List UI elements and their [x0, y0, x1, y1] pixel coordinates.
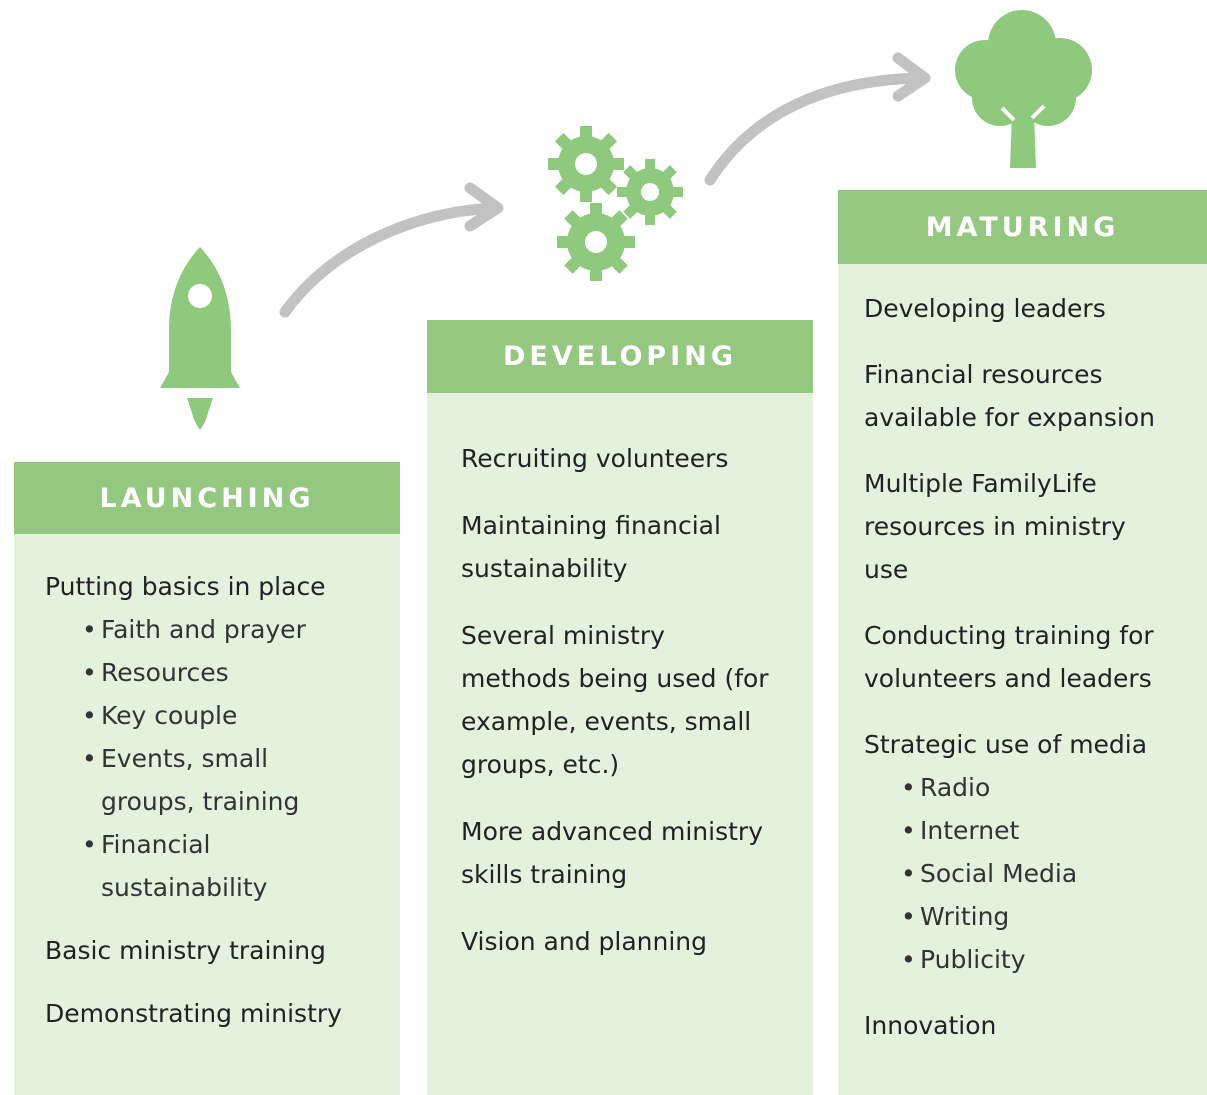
stage-header: MATURING: [838, 190, 1207, 264]
stage-item-label: Vision and planning: [461, 927, 708, 956]
tree-icon: [955, 10, 1092, 168]
stage-item: Basic ministry training: [45, 929, 390, 972]
stage-item-label: Putting basics in place: [45, 572, 326, 601]
bullet-item: Social Media: [901, 852, 1199, 895]
stage-item: Maintaining financial sustainability: [461, 504, 803, 590]
stage-item: Multiple FamilyLife resources in ministr…: [864, 462, 1199, 591]
stage-item: More advanced ministry skills training: [461, 810, 803, 896]
stage-body: Recruiting volunteers Maintaining financ…: [427, 437, 813, 987]
stage-item-label: Multiple FamilyLife resources in ministr…: [864, 469, 1126, 584]
bullet-item: Resources: [82, 651, 390, 694]
stage-item: Innovation: [864, 1004, 1199, 1047]
stage-maturing: MATURING Developing leaders Financial re…: [838, 190, 1207, 1095]
stage-item: Several ministry methods being used (for…: [461, 614, 803, 786]
bullet-item: Radio: [901, 766, 1199, 809]
stage-item-label: More advanced ministry skills training: [461, 817, 764, 889]
stage-header: LAUNCHING: [14, 462, 400, 534]
curved-arrow-icon: [279, 182, 504, 318]
stage-item-label: Developing leaders: [864, 294, 1106, 323]
stage-launching: LAUNCHING Putting basics in place Faith …: [14, 462, 400, 1095]
stage-item-label: Strategic use of media: [864, 730, 1148, 759]
stage-item: Vision and planning: [461, 920, 803, 963]
stage-body: Developing leaders Financial resources a…: [838, 287, 1207, 1070]
gears-icon: [548, 126, 683, 281]
stage-item: Developing leaders: [864, 287, 1199, 330]
stage-item: Financial resources available for expans…: [864, 353, 1199, 439]
stage-item-label: Recruiting volunteers: [461, 444, 729, 473]
stage-item-label: Several ministry methods being used (for…: [461, 621, 769, 779]
curved-arrow-icon: [704, 52, 931, 186]
stage-item-label: Basic ministry training: [45, 936, 326, 965]
bullet-list: Radio Internet Social Media Writing Publ…: [901, 766, 1199, 981]
stage-item-label: Innovation: [864, 1011, 997, 1040]
stage-developing: DEVELOPING Recruiting volunteers Maintai…: [427, 320, 813, 1095]
stage-item-label: Maintaining financial sustainability: [461, 511, 721, 583]
bullet-list: Faith and prayer Resources Key couple Ev…: [82, 608, 390, 909]
bullet-item: Faith and prayer: [82, 608, 390, 651]
bullet-item: Publicity: [901, 938, 1199, 981]
rocket-icon: [160, 247, 240, 430]
stage-header: DEVELOPING: [427, 320, 813, 393]
bullet-item: Key couple: [82, 694, 390, 737]
stage-body: Putting basics in place Faith and prayer…: [14, 565, 400, 1055]
bullet-item: Events, small groups, training: [82, 737, 331, 823]
stage-item: Conducting training for volunteers and l…: [864, 614, 1199, 700]
bullet-item: Writing: [901, 895, 1199, 938]
stage-item: Putting basics in place Faith and prayer…: [45, 565, 390, 909]
stage-item-label: Demonstrating ministry: [45, 999, 342, 1028]
stage-item: Recruiting volunteers: [461, 437, 803, 480]
stage-item-label: Conducting training for volunteers and l…: [864, 621, 1154, 693]
stage-item-label: Financial resources available for expans…: [864, 360, 1155, 432]
bullet-item: Financial sustainability: [82, 823, 271, 909]
stage-item: Demonstrating ministry: [45, 992, 390, 1035]
bullet-item: Internet: [901, 809, 1199, 852]
stage-item: Strategic use of media Radio Internet So…: [864, 723, 1199, 981]
